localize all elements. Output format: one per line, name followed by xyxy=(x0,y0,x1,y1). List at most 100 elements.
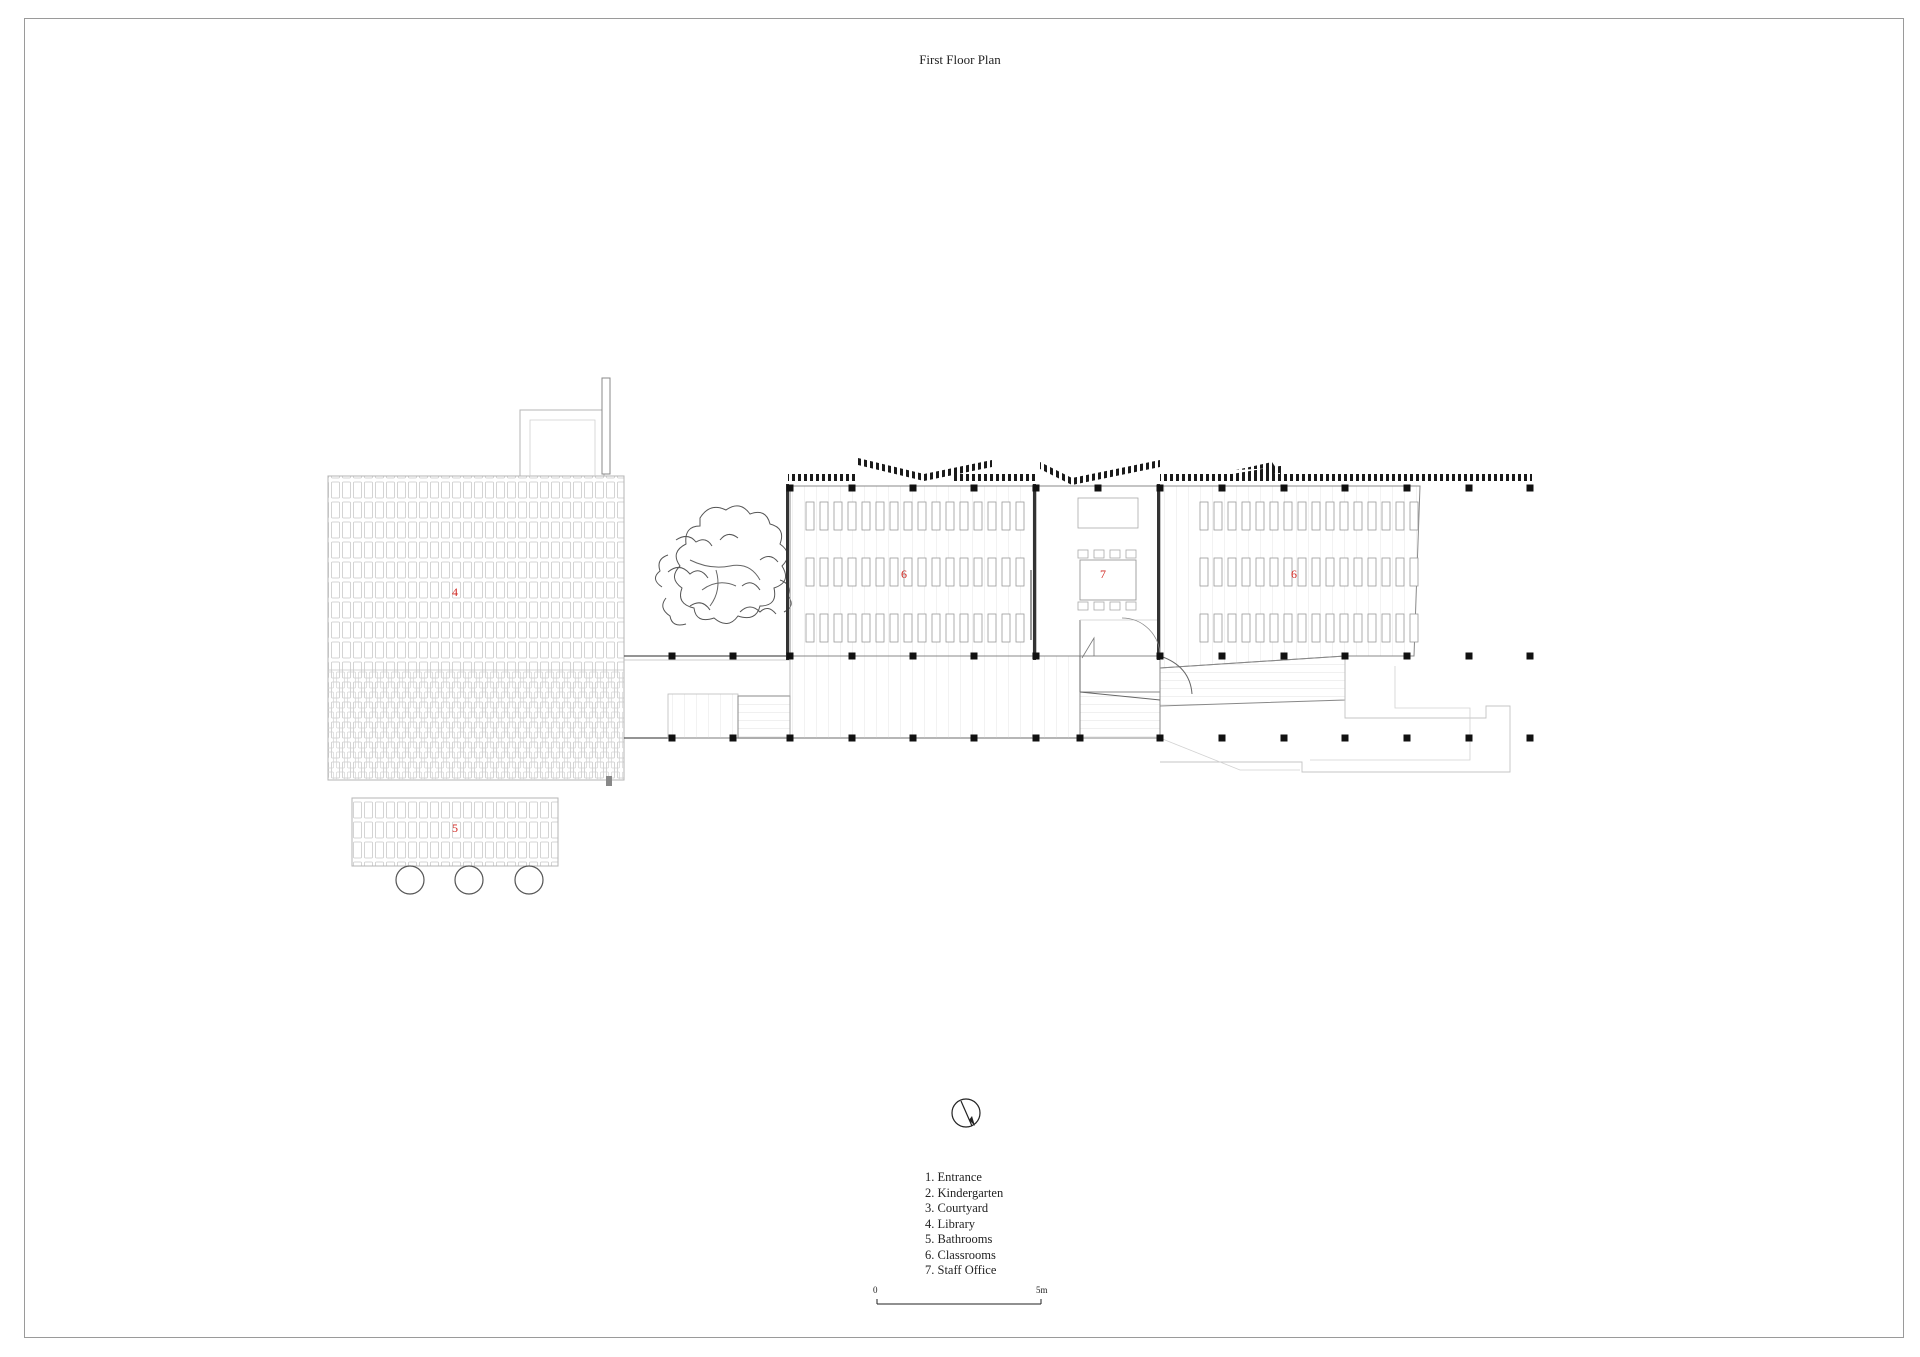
desk xyxy=(1381,613,1391,643)
column xyxy=(1403,484,1411,492)
desk xyxy=(1381,557,1391,587)
desk xyxy=(959,613,969,643)
desk xyxy=(1015,501,1025,531)
column xyxy=(729,652,737,660)
desk xyxy=(889,501,899,531)
desk xyxy=(861,613,871,643)
desk xyxy=(833,501,843,531)
desk xyxy=(805,557,815,587)
column xyxy=(786,734,794,742)
desk xyxy=(1395,501,1405,531)
column xyxy=(970,484,978,492)
column xyxy=(848,652,856,660)
legend-item: 2. Kindergarten xyxy=(925,1185,1004,1200)
desk xyxy=(861,557,871,587)
desk xyxy=(833,557,843,587)
desk xyxy=(819,613,829,643)
legend: 1. Entrance 2. Kindergarten 3. Courtyard… xyxy=(925,1170,1003,1279)
desk xyxy=(959,557,969,587)
desk xyxy=(1241,613,1251,643)
desk xyxy=(987,557,997,587)
desk xyxy=(917,613,927,643)
scale-start-label: 0 xyxy=(873,1285,878,1295)
drawing-frame xyxy=(24,18,1904,1338)
main-building xyxy=(786,458,1532,773)
column xyxy=(1465,652,1473,660)
desk xyxy=(875,557,885,587)
desk xyxy=(1353,613,1363,643)
desk xyxy=(1241,501,1251,531)
legend-item: 6. Classrooms xyxy=(925,1247,996,1262)
desk xyxy=(903,613,913,643)
desk xyxy=(1227,501,1237,531)
desk xyxy=(1255,613,1265,643)
column xyxy=(1156,734,1164,742)
column xyxy=(1218,734,1226,742)
column xyxy=(1341,652,1349,660)
column xyxy=(1403,734,1411,742)
desk xyxy=(973,501,983,531)
desk xyxy=(805,501,815,531)
column xyxy=(1280,734,1288,742)
scale-end-label: 5m xyxy=(1036,1285,1048,1295)
desk xyxy=(847,501,857,531)
classroom-desks xyxy=(805,501,1419,643)
desk xyxy=(1353,501,1363,531)
desk xyxy=(945,557,955,587)
column xyxy=(1156,484,1164,492)
column xyxy=(1341,734,1349,742)
desk xyxy=(987,613,997,643)
column xyxy=(1280,484,1288,492)
desk xyxy=(1269,557,1279,587)
desk xyxy=(1297,501,1307,531)
column xyxy=(848,734,856,742)
desk xyxy=(1199,613,1209,643)
desk xyxy=(889,613,899,643)
desk xyxy=(875,613,885,643)
desk xyxy=(819,501,829,531)
column xyxy=(970,652,978,660)
desk xyxy=(1353,557,1363,587)
desk xyxy=(959,501,969,531)
scale-bar xyxy=(876,1299,1042,1305)
desk xyxy=(1311,501,1321,531)
desk xyxy=(1311,613,1321,643)
desk xyxy=(931,501,941,531)
desk xyxy=(847,557,857,587)
desk xyxy=(1001,613,1011,643)
desk xyxy=(931,557,941,587)
column xyxy=(848,484,856,492)
desk xyxy=(1325,557,1335,587)
bathrooms-block xyxy=(351,797,559,895)
desk xyxy=(1269,501,1279,531)
desk xyxy=(1409,613,1419,643)
room-label-staff-office: 7 xyxy=(1100,567,1106,581)
desk xyxy=(1283,557,1293,587)
desk xyxy=(1339,557,1349,587)
plan-title: First Floor Plan xyxy=(919,52,1001,67)
desk xyxy=(1001,501,1011,531)
column xyxy=(1032,734,1040,742)
desk xyxy=(1367,501,1377,531)
column xyxy=(1341,484,1349,492)
column xyxy=(786,652,794,660)
desk xyxy=(1367,613,1377,643)
desk xyxy=(945,501,955,531)
column xyxy=(909,734,917,742)
desk xyxy=(1395,557,1405,587)
room-label-bathrooms: 5 xyxy=(452,821,458,835)
room-label-classroom-right: 6 xyxy=(1291,567,1297,581)
column xyxy=(1465,484,1473,492)
column xyxy=(668,652,676,660)
desk xyxy=(917,557,927,587)
desk xyxy=(1283,501,1293,531)
column xyxy=(909,652,917,660)
desk xyxy=(973,557,983,587)
column xyxy=(1156,652,1164,660)
column xyxy=(1032,484,1040,492)
desk xyxy=(1241,557,1251,587)
desk xyxy=(1297,613,1307,643)
desk xyxy=(1297,557,1307,587)
desk xyxy=(1283,613,1293,643)
desk xyxy=(1213,557,1223,587)
